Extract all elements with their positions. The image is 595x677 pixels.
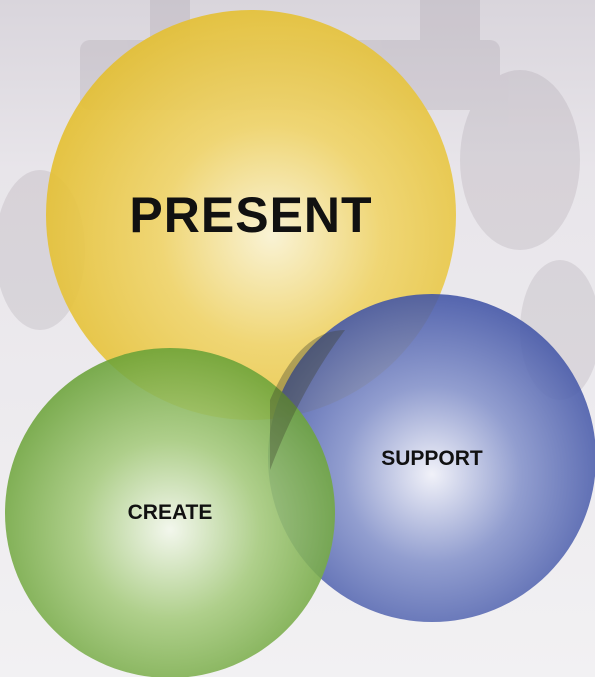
support-label: SUPPORT — [381, 447, 483, 470]
create-label: CREATE — [127, 501, 213, 524]
support-circle — [268, 294, 595, 622]
create-circle — [5, 348, 335, 677]
present-label: PRESENT — [129, 187, 373, 243]
